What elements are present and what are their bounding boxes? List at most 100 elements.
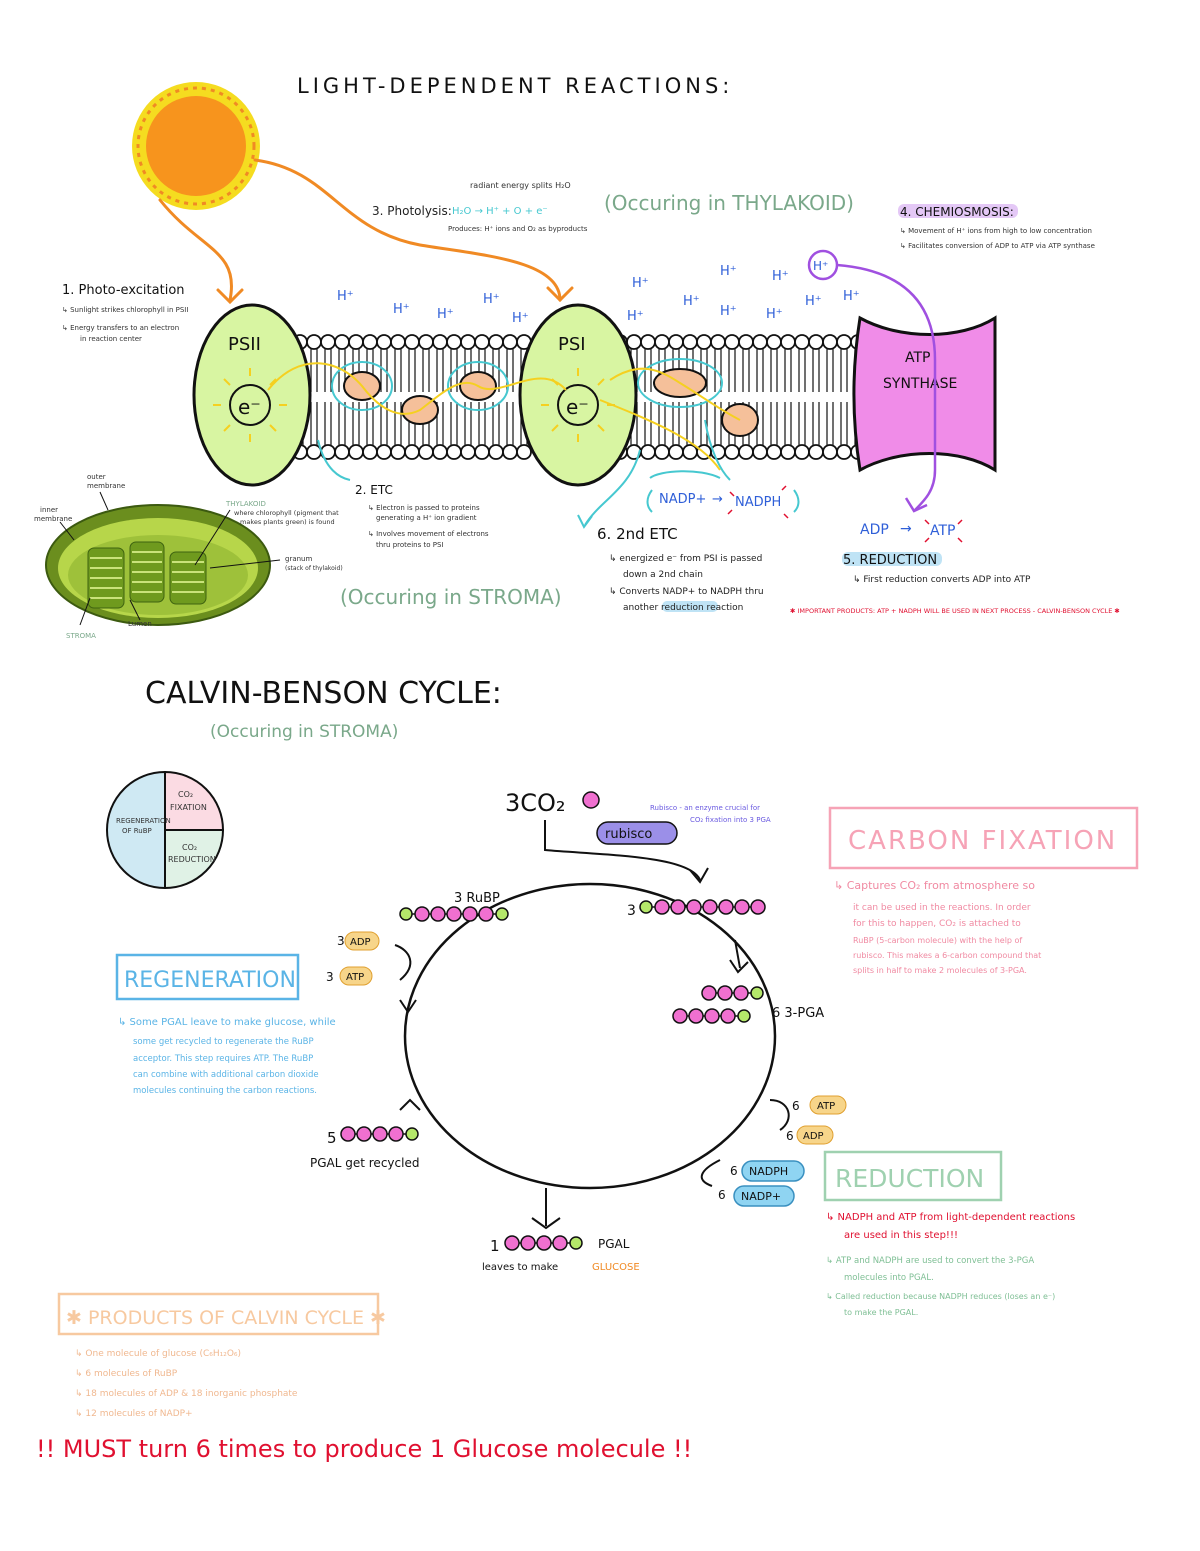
red-adp-label: ADP [803, 1131, 824, 1142]
phospholipid-head [822, 334, 838, 350]
sun-icon [132, 82, 260, 210]
regen-adp-label: ADP [350, 937, 371, 948]
pgal-label: PGAL [598, 1237, 630, 1251]
rubisco-note: CO₂ fixation into 3 PGA [690, 816, 771, 824]
molecule-chains [340, 899, 766, 1251]
phospholipid-tail [658, 349, 666, 445]
granum-label: granum [285, 555, 312, 563]
step1-line: ↳ Energy transfers to an electron [62, 324, 179, 332]
3pga-molecule [701, 985, 764, 1001]
phospholipid-tail [506, 349, 514, 445]
phospholipid-head [640, 444, 656, 460]
six-3pga-label: 6 3-PGA [772, 1006, 824, 1021]
phospholipid-head [348, 334, 364, 350]
carbon-bead [750, 899, 766, 915]
step1-line: in reaction center [80, 335, 142, 343]
phosphate-bead [639, 900, 653, 914]
phospholipid-head [836, 444, 852, 460]
step1-line: ↳ Sunlight strikes chlorophyll in PSII [62, 306, 188, 314]
phospholipid-head [306, 334, 322, 350]
hplus-ion: H⁺ [483, 292, 500, 307]
carbon-bead [414, 906, 430, 922]
step1-title: 1. Photo-excitation [62, 283, 185, 298]
carbon-bead [446, 906, 462, 922]
phospholipid-head [474, 444, 490, 460]
phospholipid-head [502, 444, 518, 460]
3pga-molecule [672, 1008, 751, 1024]
phospholipid-head [348, 444, 364, 460]
carbon-bead [733, 985, 749, 1001]
products-line: ↳ 18 molecules of ADP & 18 inorganic pho… [75, 1389, 298, 1399]
six-carbon-molecule [639, 899, 766, 915]
cycle-direction-arrows [399, 959, 749, 1230]
phospholipid-tail [840, 349, 848, 445]
phosphate-bead [750, 986, 764, 1000]
phospholipid-head [418, 444, 434, 460]
phospholipid-head [376, 444, 392, 460]
phospholipid-tail [700, 349, 708, 445]
phospholipid-tail [798, 349, 806, 445]
phospholipid-tail [742, 349, 750, 445]
pgal-one-num: 1 [490, 1237, 500, 1255]
pgal-recycled-molecule [340, 1126, 419, 1142]
photolysis-products: Produces: H⁺ ions and O₂ as byproducts [448, 225, 588, 233]
carbon-fixation-line: ↳ Captures CO₂ from atmosphere so [834, 879, 1035, 892]
carbon-bead [720, 1008, 736, 1024]
pgal-recycled-num: 5 [327, 1129, 337, 1147]
hplus-circled: H⁺ [813, 259, 828, 273]
step5-line: ↳ First reduction converts ADP into ATP [853, 575, 1031, 585]
phospholipid-tail [338, 349, 346, 445]
step2-line: ↳ Involves movement of electrons [368, 530, 489, 538]
phosphate-bead [399, 907, 413, 921]
adp-label: ADP [860, 522, 889, 538]
etc-cyan-arrows [317, 419, 731, 529]
regeneration-line: some get recycled to regenerate the RuBP [133, 1037, 314, 1047]
hplus-ion: H⁺ [393, 302, 410, 317]
important-products: ✱ IMPORTANT PRODUCTS: ATP + NADPH WILL B… [790, 607, 1120, 615]
atp-synthase: ATP SYNTHASE [852, 315, 997, 473]
carbon-bead [670, 899, 686, 915]
phospholipid-head [488, 334, 504, 350]
psi-label: PSI [558, 334, 586, 355]
regeneration-line: can combine with additional carbon dioxi… [133, 1070, 319, 1080]
psii-label: PSII [228, 334, 261, 355]
carbon-bead [672, 1008, 688, 1024]
phospholipid-tail [728, 349, 736, 445]
rubisco-label: rubisco [605, 827, 652, 842]
co2-entry-arrow [394, 820, 790, 1226]
carbon-bead [718, 899, 734, 915]
hplus-ion: H⁺ [766, 307, 783, 322]
phospholipid-head [334, 444, 350, 460]
phospholipid-tail [324, 349, 332, 445]
phospholipid-head [752, 444, 768, 460]
phospholipid-head [626, 334, 642, 350]
synthase-label: SYNTHASE [883, 376, 957, 392]
phospholipid-tail [492, 349, 500, 445]
hplus-flow-arrow [807, 249, 937, 513]
rubp-molecule [399, 906, 509, 922]
phospholipid-head [432, 334, 448, 350]
red-nadp-num: 6 [718, 1188, 726, 1202]
phospholipid-head [724, 444, 740, 460]
phospholipid-tail [784, 349, 792, 445]
hplus-ion: H⁺ [627, 309, 644, 324]
red-nadp-label: NADP+ [741, 1190, 781, 1203]
carbon-bead [372, 1126, 388, 1142]
phospholipid-head [418, 334, 434, 350]
regen-adp-num: 3 [337, 934, 345, 948]
phospholipid-head [724, 334, 740, 350]
reduction-box [823, 1150, 1003, 1202]
carbon-bead [504, 1235, 520, 1251]
phospholipid-head [738, 444, 754, 460]
step2-title: 2. ETC [355, 483, 393, 497]
phospholipid-head [766, 444, 782, 460]
hplus-ion: H⁺ [337, 289, 354, 304]
photolysis-label: 3. Photolysis: [372, 204, 452, 218]
carbon-bead [356, 1126, 372, 1142]
inner-membrane-label: inner [40, 506, 58, 514]
arrow-icon: → [900, 521, 912, 537]
phospholipid-head [320, 334, 336, 350]
phospholipid-head [474, 334, 490, 350]
glucose-label: GLUCOSE [592, 1262, 640, 1273]
phospholipid-tail [422, 349, 430, 445]
